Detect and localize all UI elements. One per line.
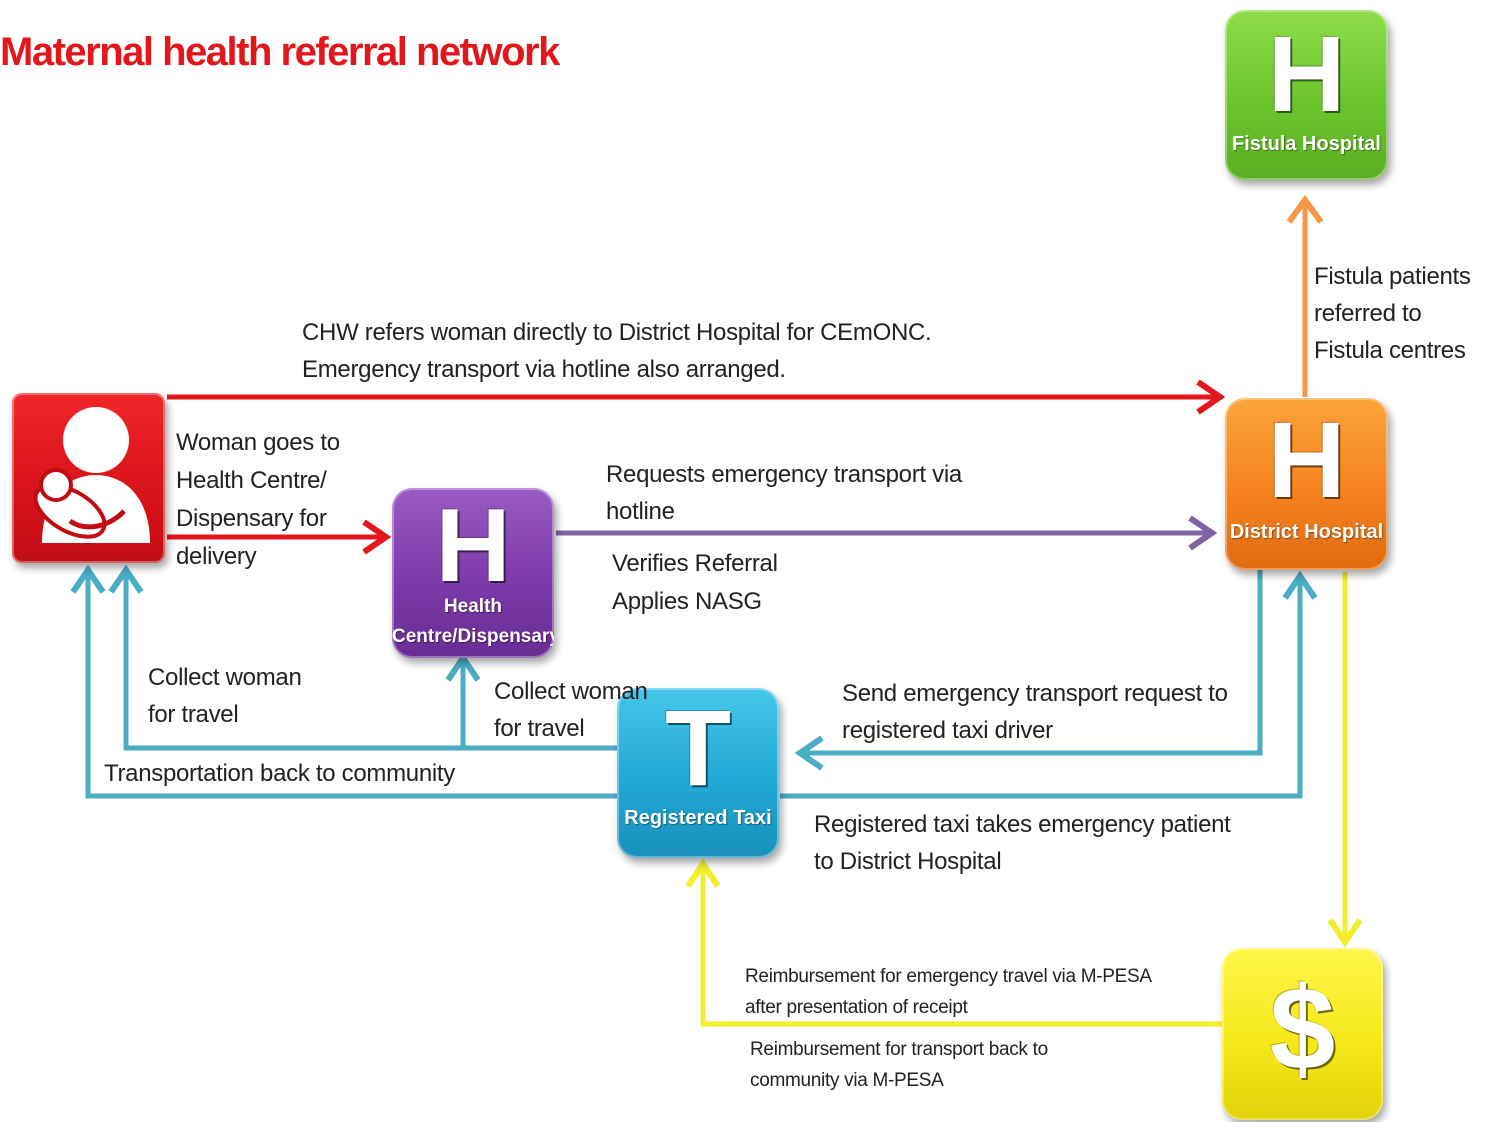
label-woman-goes: Woman goes to Health Centre/ Dispensary …: [176, 429, 340, 570]
label-verifies-referral: Verifies Referral Applies NASG: [612, 550, 778, 615]
label-requests-transport: Requests emergency transport via hotline: [606, 461, 962, 525]
label-chw-refers: CHW refers woman directly to District Ho…: [302, 319, 932, 383]
label-fistula-referral: Fistula patients referred to Fistula cen…: [1314, 263, 1471, 364]
arrow-taxi-to-woman-transport-back: [70, 564, 617, 799]
arrow-taxi-to-health-centre: [445, 652, 481, 748]
arrow-taxi-to-district: [780, 570, 1318, 799]
hospital-h-icon: H: [1267, 399, 1346, 520]
arrow-district-to-reimbursement: [1327, 572, 1363, 948]
district-hospital-label: District Hospital: [1229, 521, 1384, 543]
fistula-hospital-label: Fistula Hospital: [1232, 133, 1381, 155]
health-centre-label: Health Centre/Dispensary: [392, 596, 554, 647]
taxi-t-icon: T: [665, 688, 731, 808]
arrow-district-to-fistula: [1286, 194, 1324, 397]
district-hospital-node: H District Hospital: [1225, 398, 1388, 570]
dollar-icon: $: [1269, 963, 1336, 1095]
registered-taxi-label: Registered Taxi: [624, 807, 772, 829]
arrow-reimbursement-to-taxi: [685, 858, 1222, 1027]
arrow-taxi-to-woman-collect: [108, 564, 617, 751]
woman-node: [12, 393, 165, 563]
label-reimbursement-transport: Reimbursement for transport back to comm…: [750, 1039, 1048, 1091]
arrow-health-centre-to-district: [556, 515, 1218, 551]
registered-taxi-node: T Registered Taxi: [617, 688, 779, 858]
arrow-woman-to-health-centre: [167, 519, 392, 555]
label-transport-back: Transportation back to community: [104, 760, 455, 787]
arrow-woman-to-district: [167, 379, 1226, 415]
label-taxi-takes: Registered taxi takes emergency patient …: [814, 811, 1231, 875]
hospital-h-icon: H: [1267, 13, 1346, 134]
mother-and-baby-icon: [33, 407, 150, 543]
page-title: Maternal health referral network: [0, 30, 560, 74]
label-reimbursement-emergency: Reimbursement for emergency travel via M…: [745, 966, 1152, 1018]
health-centre-node: H Health Centre/Dispensary: [392, 488, 554, 658]
reimbursement-node: $: [1222, 948, 1383, 1120]
fistula-hospital-node: H Fistula Hospital: [1225, 10, 1388, 180]
arrow-district-to-taxi: [794, 570, 1263, 771]
label-collect-woman-1: Collect woman for travel: [148, 664, 302, 728]
label-collect-woman-2: Collect woman for travel: [494, 678, 648, 742]
label-send-request: Send emergency transport request to regi…: [842, 680, 1228, 744]
hospital-h-icon: H: [435, 488, 511, 604]
